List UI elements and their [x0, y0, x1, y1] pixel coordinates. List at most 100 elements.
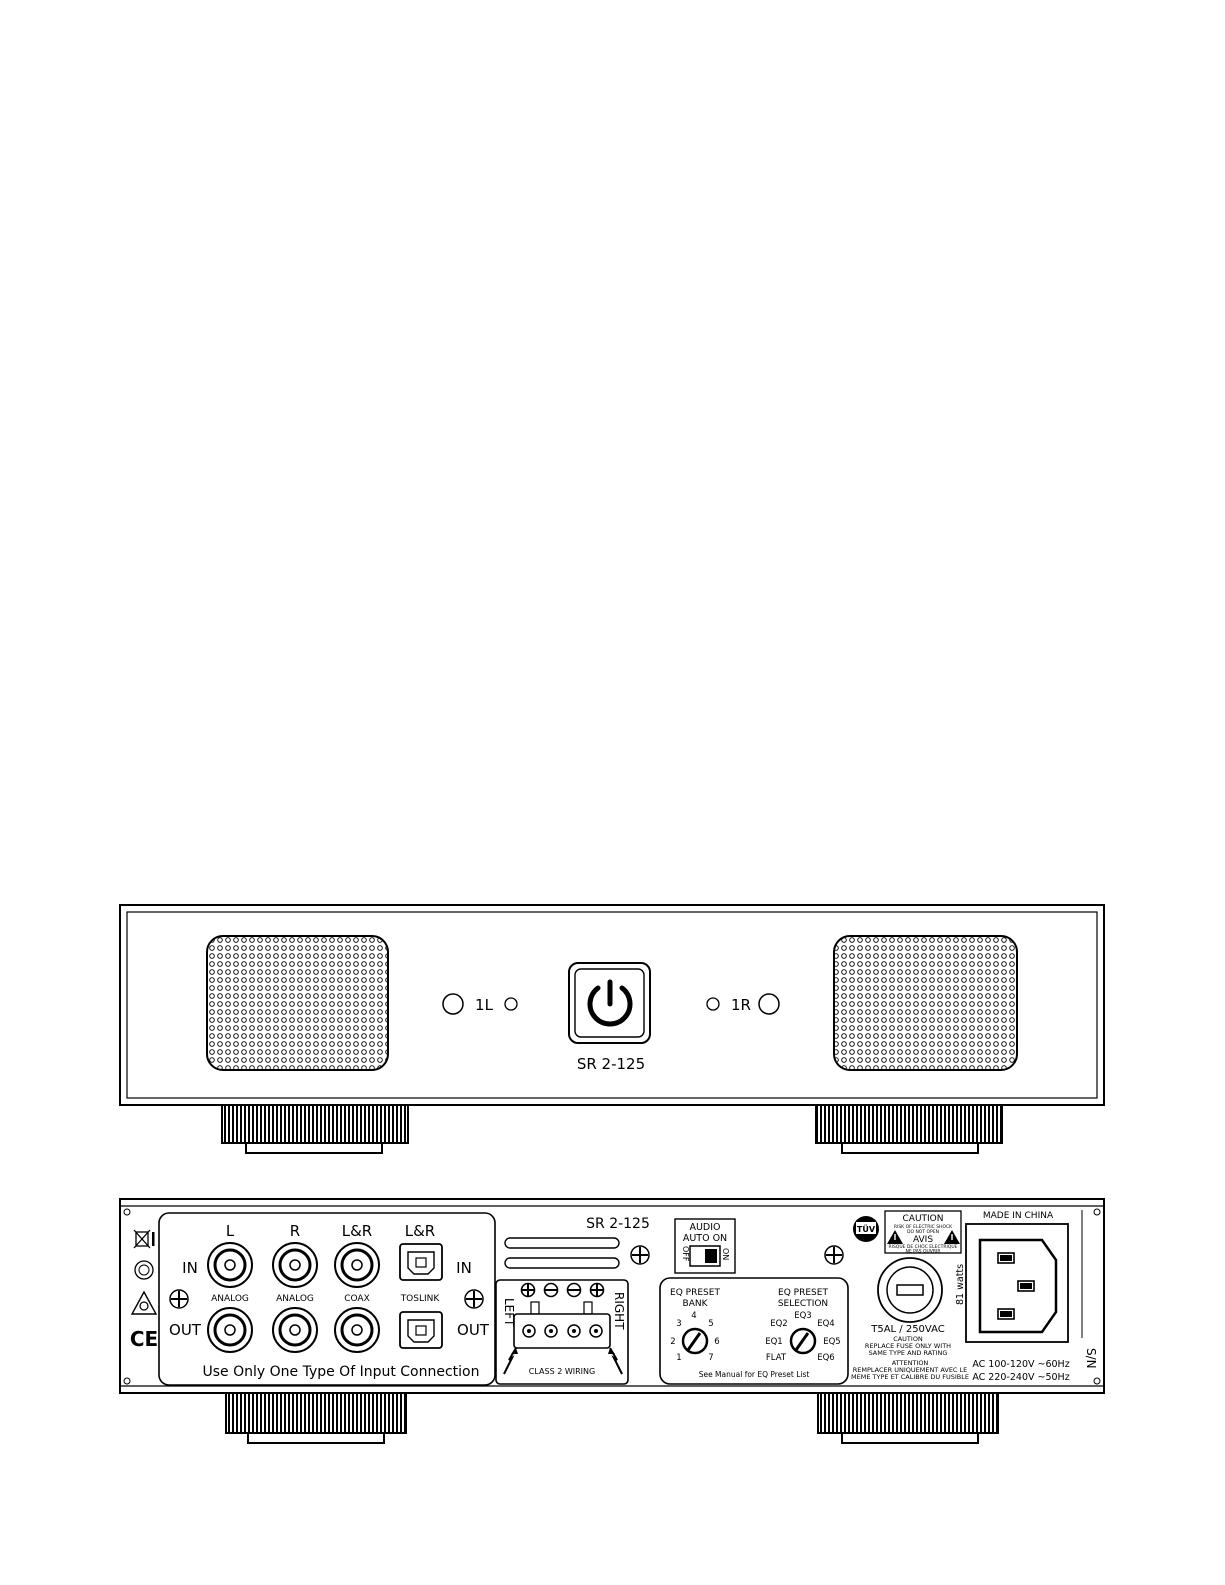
lightning-arrow-icon [608, 1347, 623, 1375]
eq-bank-title2: BANK [683, 1299, 709, 1309]
speaker-left-label: LEFT [502, 1298, 516, 1327]
power-inlet[interactable] [965, 1223, 1069, 1343]
ctick-mark-icon [130, 1290, 158, 1315]
eq-bank-pos-3: 3 [676, 1319, 681, 1329]
ac-rating-1: AC 100-120V ~60Hz [972, 1359, 1069, 1370]
caution-label: CAUTION RISK OF ELECTRIC SHOCK DO NOT OP… [884, 1210, 962, 1255]
eq-bank-pos-7: 7 [708, 1353, 713, 1363]
ce-mark: CE [130, 1327, 158, 1351]
eq-sel-eq4: EQ4 [817, 1319, 834, 1329]
speaker-plug[interactable] [513, 1301, 611, 1349]
out-label-left: OUT [169, 1321, 202, 1339]
warning-triangle-icon [887, 1230, 903, 1244]
ul-mark-icon [134, 1260, 154, 1280]
caution-line4: NE PAS OUVRIR [906, 1249, 941, 1255]
power-button[interactable] [568, 962, 651, 1044]
jack-type-toslink: TOSLINK [400, 1294, 441, 1304]
front-model-label: SR 2-125 [577, 1055, 645, 1073]
eq-bank-pos-4: 4 [691, 1311, 696, 1321]
serial-number-label: S/N [1084, 1348, 1098, 1369]
coax-in[interactable] [334, 1242, 380, 1288]
rca-out-left[interactable] [207, 1307, 253, 1353]
eq-bank-title1: EQ PRESET [670, 1288, 720, 1298]
panel-screw-right [824, 1245, 844, 1265]
rear-foot-left [225, 1392, 407, 1444]
led-1r-indicator [706, 997, 720, 1011]
auto-on-title2: AUTO ON [683, 1233, 727, 1244]
eq-bank-pos-5: 5 [708, 1319, 713, 1329]
fuse-caution-line1: REPLACE FUSE ONLY WITH [865, 1342, 951, 1350]
speaker-right-label: RIGHT [612, 1292, 626, 1330]
eq-sel-eq6: EQ6 [817, 1353, 834, 1363]
channel-label-l: L [226, 1222, 235, 1240]
toslink-in[interactable] [399, 1243, 443, 1281]
led-1l-indicator [504, 997, 518, 1011]
auto-on-on-label: ON [721, 1248, 730, 1260]
tuv-logo: TÜV [853, 1216, 879, 1242]
in-label-left: IN [182, 1259, 198, 1277]
eq-sel-eq3: EQ3 [794, 1311, 811, 1321]
channel-label-coax: L&R [342, 1222, 372, 1240]
caution-title: CAUTION [903, 1214, 944, 1224]
rear-model-label: SR 2-125 [586, 1216, 650, 1232]
jack-type-analog-r: ANALOG [276, 1294, 314, 1304]
channel-label-toslink: L&R [405, 1222, 435, 1240]
fuse-attention-line1: REMPLACER UNIQUEMENT AVEC LE [853, 1366, 968, 1374]
polarity-plus-icon [520, 1282, 536, 1298]
panel-screw-left [169, 1289, 189, 1309]
power-icon [587, 979, 633, 1027]
eq-selection-dial[interactable] [789, 1327, 817, 1355]
coax-out[interactable] [334, 1307, 380, 1353]
front-foot-left [221, 1104, 409, 1154]
fuse-rating: T5AL / 250VAC [870, 1324, 945, 1335]
polarity-minus-icon [566, 1282, 582, 1298]
weee-bin-icon [133, 1229, 155, 1249]
vent-slot-1 [504, 1237, 620, 1249]
eq-select-title2: SELECTION [778, 1299, 828, 1309]
toslink-out[interactable] [399, 1311, 443, 1349]
eq-bank-pos-1: 1 [676, 1353, 681, 1363]
jack-type-coax: COAX [344, 1294, 370, 1304]
made-in-label: MADE IN CHINA [983, 1211, 1054, 1221]
led-1r-outer [758, 993, 780, 1015]
caution-avis: AVIS [913, 1235, 933, 1245]
led-1l-label: 1L [475, 996, 494, 1014]
eq-bank-pos-2: 2 [670, 1337, 675, 1347]
auto-on-off-label: OFF [681, 1246, 690, 1262]
eq-sel-eq5: EQ5 [823, 1337, 840, 1347]
eq-sel-flat: FLAT [766, 1353, 787, 1363]
in-label-right: IN [456, 1259, 472, 1277]
panel-screw-center [630, 1245, 650, 1265]
eq-sel-eq2: EQ2 [770, 1319, 787, 1329]
front-foot-right [815, 1104, 1003, 1154]
fuse-caution-title: CAUTION [893, 1335, 923, 1343]
polarity-plus-icon [589, 1282, 605, 1298]
watts-label: 81 watts [955, 1264, 966, 1305]
fuse-holder[interactable] [877, 1257, 943, 1323]
channel-label-r: R [290, 1222, 300, 1240]
vent-slot-2 [504, 1257, 620, 1269]
rca-in-left[interactable] [207, 1242, 253, 1288]
caution-line3: RISQUE DE CHOC ELECTRIQUE [888, 1244, 957, 1250]
auto-on-title1: AUDIO [689, 1222, 720, 1233]
eq-bank-pos-6: 6 [714, 1337, 719, 1347]
rear-panel-view: CE L R L&R L&R IN OUT IN OUT [119, 1198, 1105, 1444]
eq-bank-dial[interactable] [681, 1327, 709, 1355]
polarity-minus-icon [543, 1282, 559, 1298]
rca-in-right[interactable] [272, 1242, 318, 1288]
rear-foot-right [817, 1392, 999, 1444]
front-grille-right [833, 935, 1018, 1071]
panel-screw-io-right [464, 1289, 484, 1309]
led-1l-outer [442, 993, 464, 1015]
front-grille-left [206, 935, 389, 1071]
fuse-caution-line2: SAME TYPE AND RATING [869, 1349, 948, 1357]
speaker-terminal-section: LEFT RIGHT CLASS 2 WIRING [495, 1279, 629, 1385]
eq-select-title1: EQ PRESET [778, 1288, 828, 1298]
audio-auto-on-switch[interactable] [689, 1245, 721, 1267]
led-1r-label: 1R [731, 996, 751, 1014]
warning-triangle-icon [944, 1230, 960, 1244]
class2-wiring-label: CLASS 2 WIRING [529, 1367, 595, 1376]
out-label-right: OUT [457, 1321, 490, 1339]
rca-out-right[interactable] [272, 1307, 318, 1353]
